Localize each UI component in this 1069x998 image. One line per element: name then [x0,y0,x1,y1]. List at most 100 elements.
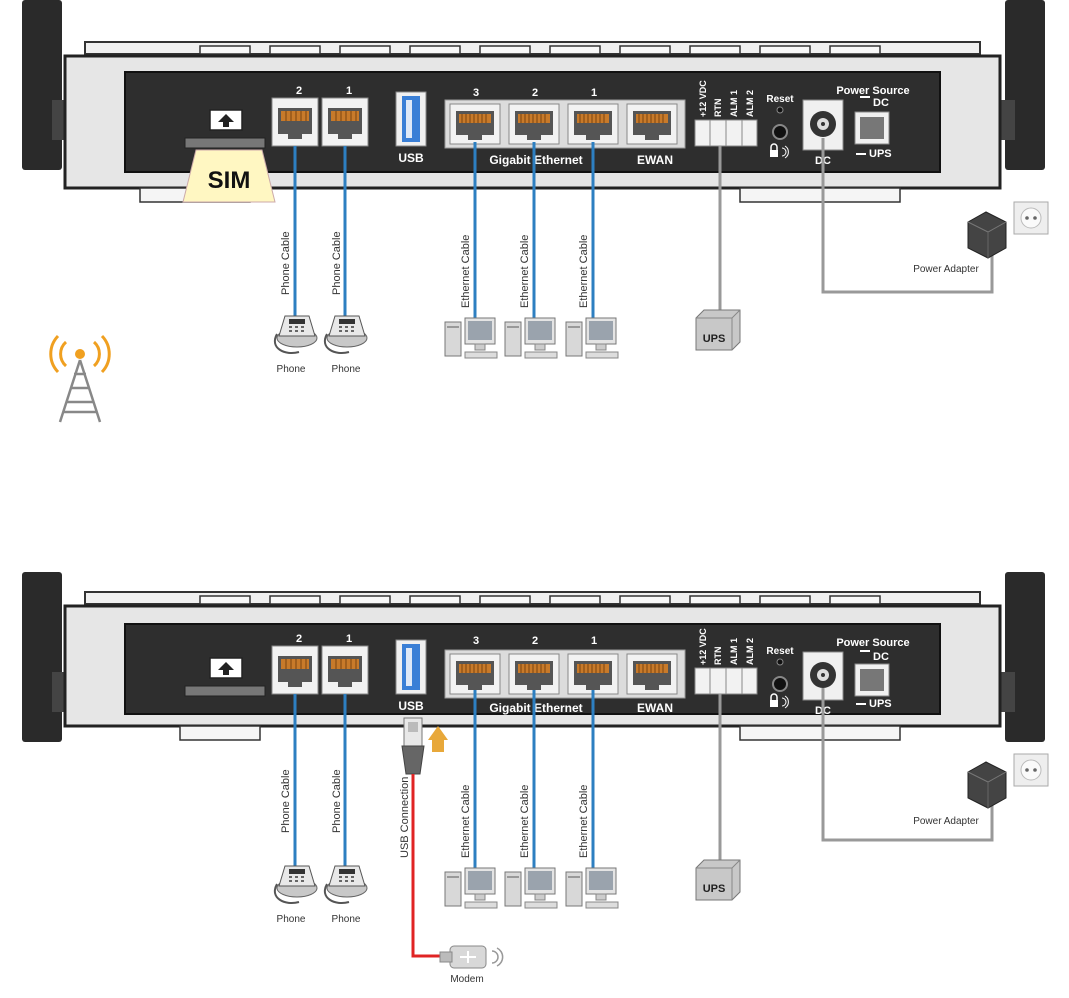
wall-outlet-icon [1013,753,1049,787]
computer-icon [565,867,619,909]
chassis-top [84,591,981,605]
ewan-port[interactable] [626,103,678,145]
phone-label: Phone [277,364,306,375]
phone-port-label: 2 [296,85,302,97]
phone-icon [273,315,318,355]
diagram-sim-connection: SIM 2 1 USB 3 2 1 Gigabit Ethernet EWAN … [0,0,1069,440]
terminal-label: ALM 2 [745,90,755,117]
phone-port-2[interactable]: 2 [271,633,319,695]
ethernet-cable-label: Ethernet Cable [578,235,590,308]
computer-icon [444,317,498,359]
lan-port-label: 3 [473,635,479,647]
lock-icon [770,143,789,159]
usb-label: USB [398,699,424,713]
computer-icon [444,867,498,909]
computer-icon [504,317,558,359]
lan-port-3[interactable]: 3 [449,635,501,695]
lan-port-label: 2 [532,635,538,647]
sim-slot[interactable] [184,109,266,149]
terminal-label: RTN [713,647,723,666]
ethernet-cable-label: Ethernet Cable [519,235,531,308]
power-source-switch[interactable]: Power Source DC UPS [836,85,909,160]
switch-dc-label: DC [873,97,889,109]
lan-port-label: 1 [591,87,597,99]
phone-label: Phone [277,914,306,925]
power-adapter-icon [967,211,1007,259]
phone-port-label: 1 [346,633,352,645]
sim-label: SIM [208,167,251,194]
usb-port[interactable]: USB [395,91,427,165]
lan-port-2[interactable]: 2 [508,87,560,145]
diagram-2-svg: 2 1 USB 3 2 1 Gigabit Ethernet EWAN +12 … [22,572,1049,985]
usb-stick-plug[interactable] [401,717,425,775]
power-source-switch[interactable]: Power Source DC UPS [836,637,909,710]
phone-port-label: 1 [346,85,352,97]
phone-label: Phone [332,364,361,375]
phone-icon [323,865,368,905]
wall-outlet-icon [1013,201,1049,235]
phone-cable-label: Phone Cable [331,769,343,833]
power-source-label: Power Source [836,85,909,97]
sim-card[interactable]: SIM [182,149,276,203]
diagram-1-svg: SIM 2 1 USB 3 2 1 Gigabit Ethernet EWAN … [22,0,1049,423]
gigabit-ethernet-label: Gigabit Ethernet [489,701,582,715]
phone-port-1[interactable]: 1 [321,633,369,695]
power-adapter-label: Power Adapter [913,264,979,275]
lan-port-label: 2 [532,87,538,99]
phone-port-1[interactable]: 1 [321,85,369,147]
phone-port-2[interactable]: 2 [271,85,319,147]
ethernet-cable-label: Ethernet Cable [578,785,590,858]
cell-tower-icon [49,334,111,423]
chassis-top [84,41,981,55]
lan-port-label: 1 [591,635,597,647]
phone-cable-label: Phone Cable [331,231,343,295]
reset-button[interactable]: Reset [766,646,794,709]
phone-icon [273,865,318,905]
insert-arrow-icon [428,726,448,752]
sim-slot[interactable] [184,657,266,697]
sim-tray-icon [209,109,243,131]
terminal-block[interactable]: +12 VDC RTN ALM 1 ALM 2 [694,628,758,695]
lan-port-3[interactable]: 3 [449,87,501,145]
lan-port-1[interactable]: 1 [567,87,619,145]
usb-stick-modem-icon [439,945,504,969]
power-adapter-label: Power Adapter [913,816,979,827]
lan-port-label: 3 [473,87,479,99]
lan-port-2[interactable]: 2 [508,635,560,695]
switch-ups-label: UPS [869,148,892,160]
switch-dc-label: DC [873,651,889,663]
lan-port-1[interactable]: 1 [567,635,619,695]
power-cable [821,138,994,294]
reset-label: Reset [766,94,794,105]
ethernet-cable-label: Ethernet Cable [519,785,531,858]
ups-label: UPS [703,333,726,345]
terminal-label: RTN [713,99,723,118]
ups-label: UPS [703,883,726,895]
power-cable [821,688,994,842]
ups-icon: UPS [695,309,741,351]
power-source-label: Power Source [836,637,909,649]
computer-icon [565,317,619,359]
ewan-port[interactable] [626,653,678,695]
terminal-label: ALM 2 [745,638,755,665]
terminal-label: ALM 1 [729,638,739,665]
ethernet-cable-label: Ethernet Cable [460,235,472,308]
modem-label: Modem [450,974,483,985]
reset-button[interactable]: Reset [766,94,794,159]
ethernet-cable-label: Ethernet Cable [460,785,472,858]
terminal-label: +12 VDC [698,80,708,117]
switch-ups-label: UPS [869,698,892,710]
usb-connection-label: USB Connection [399,777,411,858]
power-adapter-icon [967,761,1007,809]
usb-label: USB [398,151,424,165]
computer-icon [504,867,558,909]
terminal-block[interactable]: +12 VDC RTN ALM 1 ALM 2 [694,80,758,147]
usb-cable [411,774,450,958]
terminal-label: ALM 1 [729,90,739,117]
gigabit-ethernet-label: Gigabit Ethernet [489,153,582,167]
diagram-usb-modem-connection: 2 1 USB 3 2 1 Gigabit Ethernet EWAN +12 … [0,568,1069,993]
usb-port[interactable]: USB [395,639,427,713]
reset-label: Reset [766,646,794,657]
phone-cable-label: Phone Cable [280,769,292,833]
phone-port-label: 2 [296,633,302,645]
